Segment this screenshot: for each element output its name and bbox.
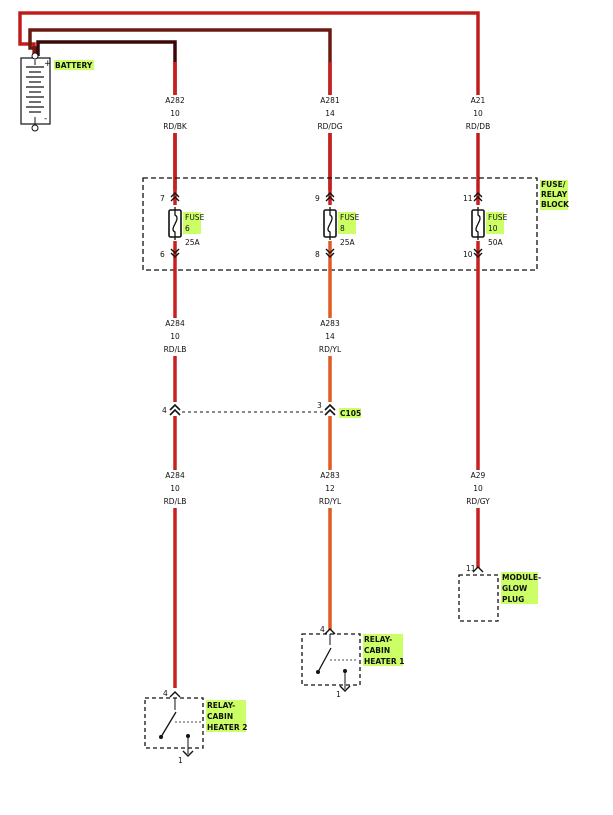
fuse-6[interactable]: FUSE 6 25A 7 6 [160, 190, 205, 262]
fuse-label: FUSE [185, 213, 205, 222]
fuse-number: 8 [340, 224, 345, 233]
wire-a284-low-gauge: 10 [170, 484, 180, 493]
wire-a283-low-color: RD/YL [319, 497, 342, 506]
module-pin: 11 [466, 564, 476, 573]
wire-a21-gauge-text: 10 [473, 109, 483, 118]
wire-a284-gauge: 10 [170, 332, 180, 341]
fuse-8[interactable]: FUSE 8 25A 9 8 [315, 190, 360, 262]
relay-cabin-heater-2[interactable]: 4 1 RELAY- CABIN HEATER 2 [144, 689, 247, 765]
fuse-rating: 50A [488, 238, 504, 247]
fuse-pin-in: 9 [315, 194, 320, 203]
fuse-pin-out: 10 [463, 250, 473, 259]
wire-a29-gauge: 10 [473, 484, 483, 493]
c105-label: C105 [340, 409, 361, 418]
feed-wires [18, 11, 480, 190]
fuse-number: 6 [185, 224, 190, 233]
relay2-label-2: CABIN [207, 712, 233, 721]
relay2-label-3: HEATER 2 [207, 723, 247, 732]
fuse-10[interactable]: FUSE 10 50A 11 10 [463, 190, 508, 262]
wire-a29-circuit: A29 [471, 471, 486, 480]
wire-a284-low-circuit: A284 [165, 471, 185, 480]
relay1-label-1: RELAY- [364, 635, 392, 644]
wire-a283-circuit: A283 [320, 319, 340, 328]
fuse-number: 10 [488, 224, 498, 233]
wire-a282-circuit-text: A282 [165, 96, 185, 105]
wire-a284-color: RD/LB [164, 345, 187, 354]
relay1-label-3: HEATER 1 [364, 657, 404, 666]
wire-a284-low-color: RD/LB [164, 497, 187, 506]
fuse-label: FUSE [340, 213, 360, 222]
battery-label: BATTERY [55, 61, 93, 70]
wire-a283-low-circuit: A283 [320, 471, 340, 480]
fuse-pin-out: 8 [315, 250, 320, 259]
wire-a281-gauge-text: 14 [325, 109, 335, 118]
c105-pin-a: 4 [162, 406, 167, 415]
fuse-block-label-1: FUSE/ [541, 180, 566, 189]
fuse-block-label-2: RELAY [541, 190, 568, 199]
module-label-2: GLOW [502, 584, 528, 593]
wire-a283-gauge: 14 [325, 332, 335, 341]
relay2-label-1: RELAY- [207, 701, 235, 710]
wire-a29-color: RD/GY [466, 497, 490, 506]
wire-a283-low-gauge: 12 [325, 484, 335, 493]
relay1-label-2: CABIN [364, 646, 390, 655]
wire-a281-feed[interactable] [28, 28, 332, 190]
battery-positive-sign: + [44, 59, 52, 69]
fuse-block-label-3: BLOCK [541, 200, 570, 209]
relay2-pin-in: 4 [163, 689, 168, 698]
wire-a282-gauge-text: 10 [170, 109, 180, 118]
module-label-3: PLUG [502, 595, 524, 604]
relay1-pin-in: 4 [320, 625, 325, 634]
relay1-pin-out: 1 [336, 690, 341, 699]
wire-a21-feed[interactable] [18, 11, 480, 190]
module-label-1: MODULE- [502, 573, 541, 582]
wire-a21-circuit-text: A21 [471, 96, 486, 105]
module-glow-plug[interactable]: 11 MODULE- GLOW PLUG [458, 564, 541, 622]
wire-a282-color-text: RD/BK [163, 122, 188, 131]
wire-a281-color-text: RD/DG [317, 122, 342, 131]
fuse-rating: 25A [185, 238, 201, 247]
wire-a284-circuit: A284 [165, 319, 185, 328]
wire-a21-color-text: RD/DB [466, 122, 490, 131]
connector-c105[interactable]: 4 3 C105 [162, 401, 361, 418]
battery-negative-sign: - [44, 114, 47, 124]
fuse-pin-out: 6 [160, 250, 165, 259]
battery-label-highlight [54, 60, 94, 70]
fuse-rating: 25A [340, 238, 356, 247]
wire-a283-color: RD/YL [319, 345, 342, 354]
c105-pin-b: 3 [317, 401, 322, 410]
fuse-relay-block[interactable]: FUSE/ RELAY BLOCK [142, 177, 570, 271]
fuse-pin-in: 7 [160, 194, 165, 203]
fuse-pin-in: 11 [463, 194, 473, 203]
fuse-label: FUSE [488, 213, 508, 222]
battery[interactable]: + - BATTERY [20, 52, 94, 132]
relay-cabin-heater-1[interactable]: 4 1 RELAY- CABIN HEATER 1 [301, 625, 404, 699]
relay2-pin-out: 1 [178, 756, 183, 765]
wire-a281-circuit-text: A281 [320, 96, 340, 105]
